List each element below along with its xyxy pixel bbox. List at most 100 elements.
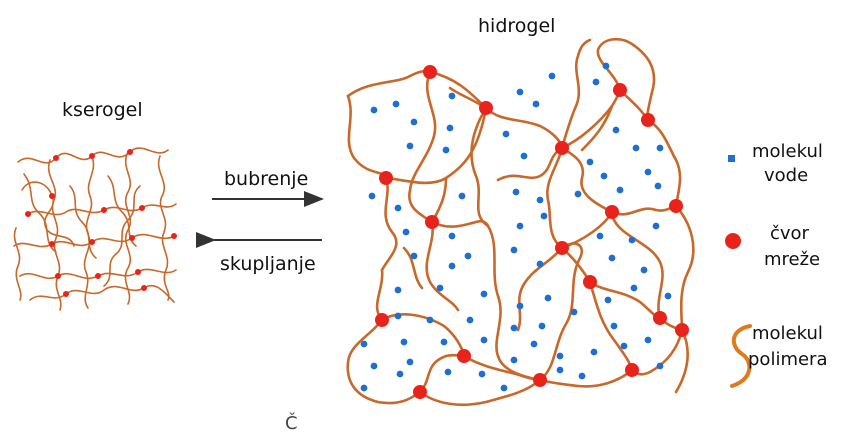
water-molecule <box>516 302 524 310</box>
water-molecule <box>654 182 662 190</box>
water-molecule <box>410 118 418 126</box>
water-molecule <box>400 338 408 346</box>
crosslink-node <box>25 211 31 217</box>
water-molecule <box>510 324 518 332</box>
water-molecule <box>406 358 414 366</box>
crosslink-node <box>669 199 683 213</box>
water-molecule <box>656 144 664 152</box>
hydrogel-title: hidrogel <box>478 15 556 37</box>
water-molecule <box>644 168 652 176</box>
water-molecule <box>602 62 610 70</box>
crosslink-node <box>141 285 147 291</box>
xerogel-network <box>13 147 177 311</box>
water-molecule <box>608 254 616 262</box>
crosslink-node <box>555 241 569 255</box>
water-molecule <box>510 246 518 254</box>
crosslink-node <box>127 149 133 155</box>
water-legend-icon <box>728 155 735 162</box>
crosslink-node <box>423 65 437 79</box>
water-molecule <box>600 172 608 180</box>
water-molecule <box>394 312 402 320</box>
water-molecules <box>360 62 672 392</box>
water-molecule <box>396 370 404 378</box>
water-molecule <box>402 228 410 236</box>
crosslink-node <box>605 205 619 219</box>
water-molecule <box>516 88 524 96</box>
water-molecule <box>510 356 518 364</box>
water-molecule <box>480 290 488 298</box>
crosslink-node <box>101 207 107 213</box>
water-molecule <box>556 366 564 374</box>
crosslink-node <box>555 141 569 155</box>
footer-glyph: Č <box>285 413 298 434</box>
water-molecule <box>536 196 544 204</box>
water-molecule <box>442 146 450 154</box>
crosslink-node <box>653 311 667 325</box>
crosslink-node <box>55 273 61 279</box>
water-molecule <box>530 340 538 348</box>
water-molecule <box>574 190 582 198</box>
water-molecule <box>664 292 672 300</box>
crosslink-node <box>49 193 55 199</box>
crosslink-node <box>625 363 639 377</box>
shrinking-label: skupljanje <box>220 253 316 275</box>
water-molecule <box>540 212 548 220</box>
crosslink-node <box>675 323 689 337</box>
water-molecule <box>616 186 624 194</box>
crosslink-node <box>479 101 493 115</box>
water-molecule <box>502 130 510 138</box>
crosslink-node <box>533 373 547 387</box>
crosslink-node <box>457 349 471 363</box>
water-molecule <box>480 336 488 344</box>
water-molecule <box>360 340 368 348</box>
water-molecule <box>370 362 378 370</box>
polymer-legend-line1: molekul <box>752 323 823 344</box>
water-molecule <box>556 352 564 360</box>
hydrogel-crosslinks <box>375 65 689 399</box>
water-molecule <box>512 188 520 196</box>
crosslink-node <box>425 215 439 229</box>
crosslink-node <box>641 113 655 127</box>
node-legend-icon <box>725 233 741 249</box>
water-molecule <box>532 100 540 108</box>
water-molecule <box>610 322 618 330</box>
water-molecule <box>620 342 628 350</box>
water-molecule <box>632 144 640 152</box>
water-molecule <box>360 384 368 392</box>
xerogel-crosslinks <box>25 149 177 297</box>
water-molecule <box>444 368 452 376</box>
water-molecule <box>548 72 556 80</box>
crosslink-node <box>171 233 177 239</box>
water-molecule <box>586 158 594 166</box>
crosslink-node <box>63 291 69 297</box>
water-molecule <box>590 348 598 356</box>
polymer-legend-icon <box>730 324 752 388</box>
crosslink-node <box>89 239 95 245</box>
node-legend-line1: čvor <box>770 223 809 244</box>
water-molecule <box>458 192 466 200</box>
water-molecule <box>440 338 448 346</box>
crosslink-node <box>413 385 427 399</box>
water-molecule <box>604 296 612 304</box>
xerogel-title: kserogel <box>62 99 143 121</box>
crosslink-node <box>139 205 145 211</box>
crosslink-node <box>89 153 95 159</box>
water-molecule <box>520 152 528 160</box>
water-molecule <box>464 252 472 260</box>
crosslink-node <box>135 269 141 275</box>
water-molecule <box>644 336 652 344</box>
water-molecule <box>516 222 524 230</box>
water-molecule <box>478 370 486 378</box>
water-molecule <box>410 252 418 260</box>
water-legend-line1: molekul <box>752 141 823 162</box>
crosslink-node <box>53 155 59 161</box>
water-molecule <box>544 294 552 302</box>
water-molecule <box>612 126 620 134</box>
water-molecule <box>406 142 414 150</box>
water-molecule <box>394 286 402 294</box>
crosslink-node <box>49 241 55 247</box>
water-molecule <box>536 260 544 268</box>
water-molecule <box>436 284 444 292</box>
